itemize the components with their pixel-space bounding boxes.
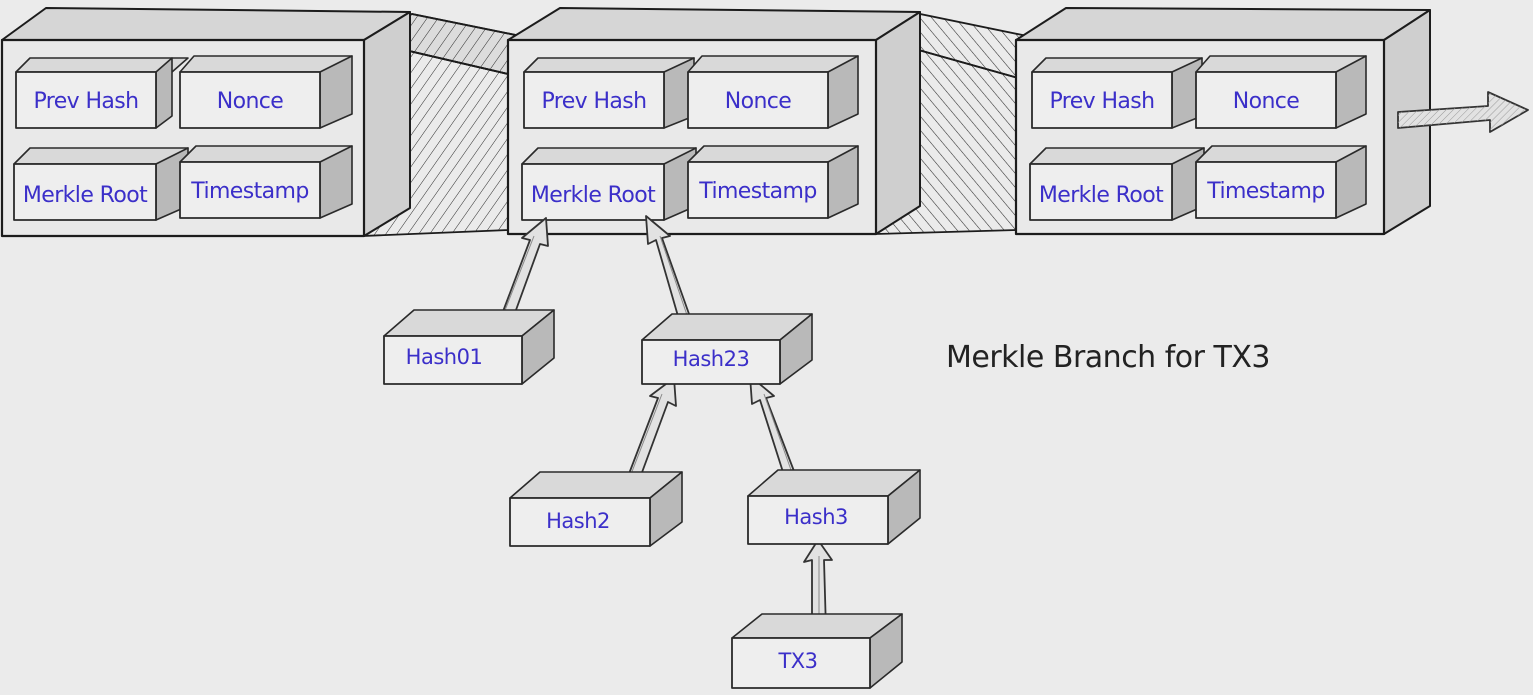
hash01-label: Hash01 <box>406 345 483 369</box>
node-hash3: Hash3 <box>747 469 921 545</box>
tx3-label: TX3 <box>777 649 817 673</box>
arrow-hash23-to-merkle-root <box>645 215 695 331</box>
chain-continuation-arrow <box>1397 91 1529 133</box>
prev-hash-field: Prev Hash <box>1031 57 1203 129</box>
merkle-root-label: Merkle Root <box>1039 183 1164 208</box>
hash2-label: Hash2 <box>546 509 610 533</box>
node-hash2: Hash2 <box>509 471 683 547</box>
block-2: Prev Hash Nonce Merkle Root Timestamp <box>506 7 921 236</box>
timestamp-field: Timestamp <box>687 145 859 219</box>
merkle-root-label: Merkle Root <box>531 183 656 208</box>
node-tx3: TX3 <box>731 613 903 689</box>
node-hash23: Hash23 <box>641 313 813 385</box>
nonce-label: Nonce <box>725 89 792 114</box>
timestamp-field: Timestamp <box>1195 145 1367 219</box>
prev-hash-label: Prev Hash <box>33 89 138 114</box>
prev-hash-field: Prev Hash <box>523 57 695 129</box>
nonce-label: Nonce <box>1233 89 1300 114</box>
timestamp-field: Timestamp <box>179 145 353 219</box>
merkle-root-field: Merkle Root <box>13 147 189 221</box>
diagram-caption: Merkle Branch for TX3 <box>946 340 1270 375</box>
hash3-label: Hash3 <box>784 505 848 529</box>
nonce-field: Nonce <box>1195 55 1367 129</box>
merkle-root-field: Merkle Root <box>1029 147 1205 221</box>
nonce-field: Nonce <box>687 55 859 129</box>
prev-hash-label: Prev Hash <box>1049 89 1154 114</box>
node-hash01: Hash01 <box>383 309 555 385</box>
timestamp-label: Timestamp <box>698 179 816 204</box>
timestamp-label: Timestamp <box>1206 179 1324 204</box>
block-1: Prev Hash Nonce Merkle Root Timestamp <box>0 7 411 238</box>
hash23-label: Hash23 <box>673 347 750 371</box>
nonce-label: Nonce <box>217 89 284 114</box>
merkle-root-label: Merkle Root <box>23 183 148 208</box>
prev-hash-label: Prev Hash <box>541 89 646 114</box>
merkle-root-field: Merkle Root <box>521 147 697 221</box>
prev-hash-field: Prev Hash <box>15 57 189 129</box>
timestamp-label: Timestamp <box>190 179 308 204</box>
block-3: Prev Hash Nonce Merkle Root Timestamp <box>1014 7 1431 236</box>
nonce-field: Nonce <box>179 55 353 129</box>
